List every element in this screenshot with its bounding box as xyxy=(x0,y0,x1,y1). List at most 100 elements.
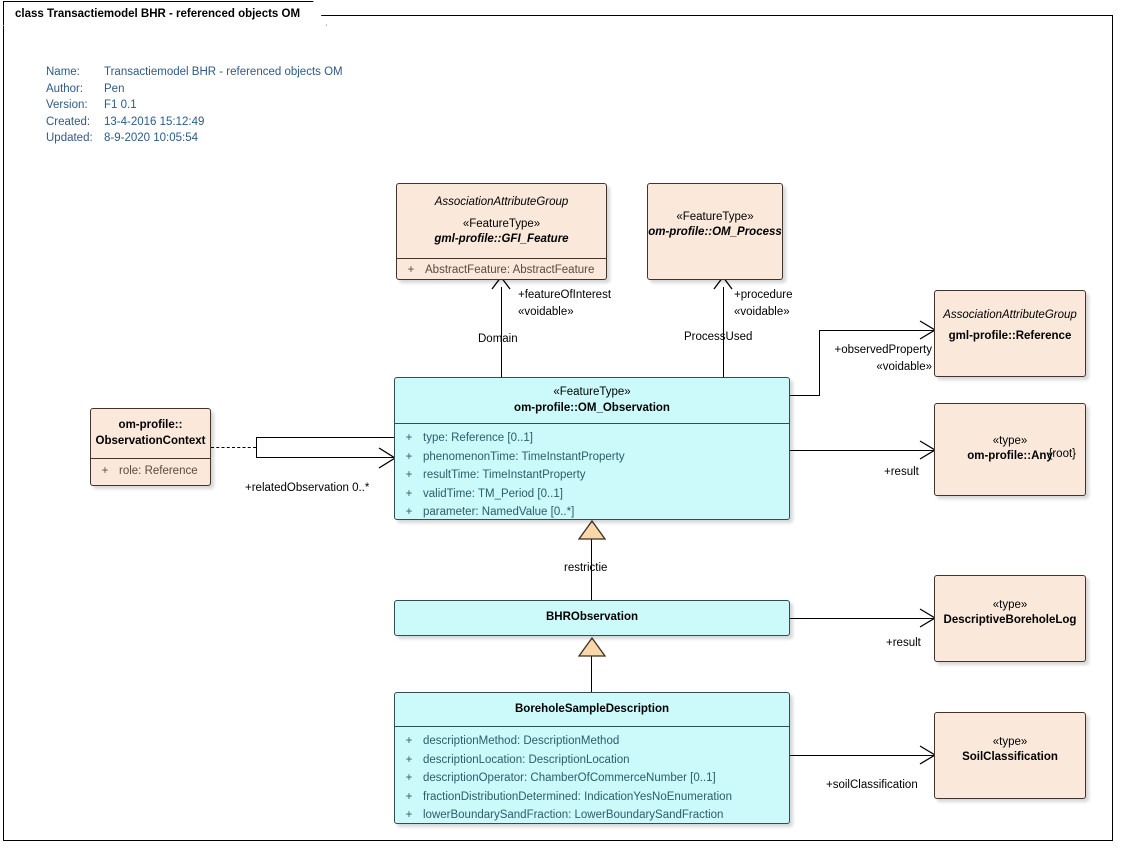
attribute-text: type: Reference [0..1] xyxy=(423,432,533,444)
class-root-marker-any: {root} xyxy=(1048,448,1077,460)
attribute-visibility: + xyxy=(407,264,415,276)
class-attributes-om-observation: + type: Reference [0..1] + phenomenonTim… xyxy=(395,423,789,526)
attribute-visibility: + xyxy=(405,735,413,747)
metadata-row-name: Name: Transactiemodel BHR - referenced o… xyxy=(46,64,343,81)
metadata-key: Updated: xyxy=(46,132,93,145)
class-name-descriptive-borehole-log: DescriptiveBoreholeLog xyxy=(943,614,1077,626)
diagram-metadata: Name: Transactiemodel BHR - referenced o… xyxy=(46,64,343,147)
metadata-key: Version: xyxy=(46,99,88,112)
attribute-text: lowerBoundarySandFraction: LowerBoundary… xyxy=(423,809,724,822)
metadata-value: 13-4-2016 15:12:49 xyxy=(104,115,205,128)
label-soil-classification: +soilClassification xyxy=(826,779,918,791)
connector-generalization-sample-line xyxy=(591,655,592,692)
attribute-row: + phenomenonTime: TimeInstantProperty xyxy=(395,448,789,467)
label-result-log: +result xyxy=(886,637,921,649)
class-name-borehole-sample-description: BoreholeSampleDescription xyxy=(514,702,669,715)
class-name-om-observation: om-profile::OM_Observation xyxy=(514,401,670,414)
class-stereotype-gfi-feature: «FeatureType» xyxy=(462,217,541,230)
attribute-visibility: + xyxy=(405,487,413,500)
attribute-visibility: + xyxy=(405,432,413,444)
label-feature-of-interest-stereotype: «voidable» xyxy=(518,306,574,318)
connector-result-any-line xyxy=(790,450,936,451)
attribute-visibility: + xyxy=(101,465,109,477)
class-name-reference: gml-profile::Reference xyxy=(948,329,1072,342)
label-observed-property-stereotype: «voidable» xyxy=(876,361,932,373)
attribute-text: resultTime: TimeInstantProperty xyxy=(423,469,586,482)
metadata-value: Transactiemodel BHR - referenced objects… xyxy=(104,66,343,79)
class-box-om-process[interactable]: «FeatureType» om-profile::OM_Process xyxy=(647,183,783,280)
diagram-title-tab: class Transactiemodel BHR - referenced o… xyxy=(3,1,327,26)
class-name-observation-context-line2: ObservationContext xyxy=(95,434,206,447)
class-attributes-observation-context: + role: Reference xyxy=(91,458,210,485)
class-box-gfi-feature[interactable]: AssociationAttributeGroup «FeatureType» … xyxy=(396,183,607,280)
class-stereotype-soil-classification: «type» xyxy=(992,735,1028,748)
attribute-row: + descriptionMethod: DescriptionMethod xyxy=(395,732,789,751)
attribute-visibility: + xyxy=(405,790,413,803)
class-stereotype-any: «type» xyxy=(992,434,1028,447)
label-restrictie: restrictie xyxy=(564,562,608,574)
connector-related-observation-dashed xyxy=(211,447,256,448)
attribute-visibility: + xyxy=(405,469,413,482)
diagram-title: class Transactiemodel BHR - referenced o… xyxy=(15,7,301,20)
label-procedure-stereotype: «voidable» xyxy=(734,306,790,318)
connector-restrictie-line xyxy=(591,538,592,600)
label-process-used: ProcessUsed xyxy=(684,331,753,343)
attribute-visibility: + xyxy=(405,753,413,766)
metadata-row-author: Author: Pen xyxy=(46,81,343,98)
attribute-text: validTime: TM_Period [0..1] xyxy=(423,487,563,500)
class-stereotype-descriptive-borehole-log: «type» xyxy=(992,598,1028,611)
attribute-text: descriptionLocation: DescriptionLocation xyxy=(423,753,630,766)
class-box-bhr-observation[interactable]: BHRObservation xyxy=(394,600,790,636)
class-group-gfi-feature: AssociationAttributeGroup xyxy=(434,195,569,208)
connector-observed-property-seg1 xyxy=(790,395,820,396)
class-box-reference[interactable]: AssociationAttributeGroup gml-profile::R… xyxy=(934,290,1086,377)
class-name-any: om-profile::Any xyxy=(967,450,1053,462)
class-box-descriptive-borehole-log[interactable]: «type» DescriptiveBoreholeLog xyxy=(934,575,1086,662)
class-stereotype-om-observation: «FeatureType» xyxy=(553,386,631,399)
attribute-text: role: Reference xyxy=(119,465,198,477)
attribute-row: + parameter: NamedValue [0..*] xyxy=(395,503,789,522)
attribute-row: + validTime: TM_Period [0..1] xyxy=(395,485,789,504)
generalization-triangle-restrictie xyxy=(578,520,606,540)
attribute-row: + type: Reference [0..1] xyxy=(395,429,789,448)
connector-result-log-line xyxy=(790,618,936,619)
metadata-value: F1 0.1 xyxy=(104,99,137,112)
attribute-row: + lowerBoundarySandFraction: LowerBounda… xyxy=(395,806,789,825)
class-name-gfi-feature: gml-profile::GFI_Feature xyxy=(434,233,569,246)
connector-soil-classification-line xyxy=(790,755,936,756)
connector-observed-property-seg2 xyxy=(819,330,820,396)
class-group-reference: AssociationAttributeGroup xyxy=(943,309,1077,322)
class-box-borehole-sample-description[interactable]: BoreholeSampleDescription + descriptionM… xyxy=(394,692,790,824)
class-box-soil-classification[interactable]: «type» SoilClassification xyxy=(934,712,1086,799)
attribute-visibility: + xyxy=(405,809,413,822)
attribute-text: fractionDistributionDetermined: Indicati… xyxy=(423,790,732,803)
label-result-any: +result xyxy=(884,466,919,478)
class-name-bhr-observation: BHRObservation xyxy=(545,611,639,624)
connector-observed-property-seg3 xyxy=(819,330,935,331)
label-domain: Domain xyxy=(478,333,518,345)
attribute-text: phenomenonTime: TimeInstantProperty xyxy=(423,450,625,463)
association-class-node xyxy=(256,437,396,458)
metadata-key: Name: xyxy=(46,66,80,79)
metadata-key: Created: xyxy=(46,115,91,128)
connector-process-used-line xyxy=(723,287,724,377)
metadata-row-created: Created: 13-4-2016 15:12:49 xyxy=(46,114,343,131)
metadata-row-version: Version: F1 0.1 xyxy=(46,97,343,114)
class-attributes-borehole-sample-description: + descriptionMethod: DescriptionMethod +… xyxy=(395,726,789,829)
class-name-om-process: om-profile::OM_Process xyxy=(648,226,782,238)
attribute-visibility: + xyxy=(405,506,413,519)
attribute-row: + descriptionLocation: DescriptionLocati… xyxy=(395,751,789,770)
attribute-row: + descriptionOperator: ChamberOfCommerce… xyxy=(395,769,789,788)
attribute-visibility: + xyxy=(405,772,413,785)
metadata-key: Author: xyxy=(46,82,84,95)
attribute-row: + role: Reference xyxy=(91,462,210,481)
attribute-row: + resultTime: TimeInstantProperty xyxy=(395,466,789,485)
attribute-text: AbstractFeature: AbstractFeature xyxy=(425,264,595,276)
class-box-observation-context[interactable]: om-profile:: ObservationContext + role: … xyxy=(90,408,211,486)
class-box-om-observation[interactable]: «FeatureType» om-profile::OM_Observation… xyxy=(394,377,790,520)
label-related-observation: +relatedObservation 0..* xyxy=(245,482,370,494)
metadata-row-updated: Updated: 8-9-2020 10:05:54 xyxy=(46,130,343,147)
diagram-frame xyxy=(3,15,1113,841)
attribute-text: parameter: NamedValue [0..*] xyxy=(423,506,575,519)
class-box-any[interactable]: «type» om-profile::Any {root} xyxy=(934,403,1086,496)
